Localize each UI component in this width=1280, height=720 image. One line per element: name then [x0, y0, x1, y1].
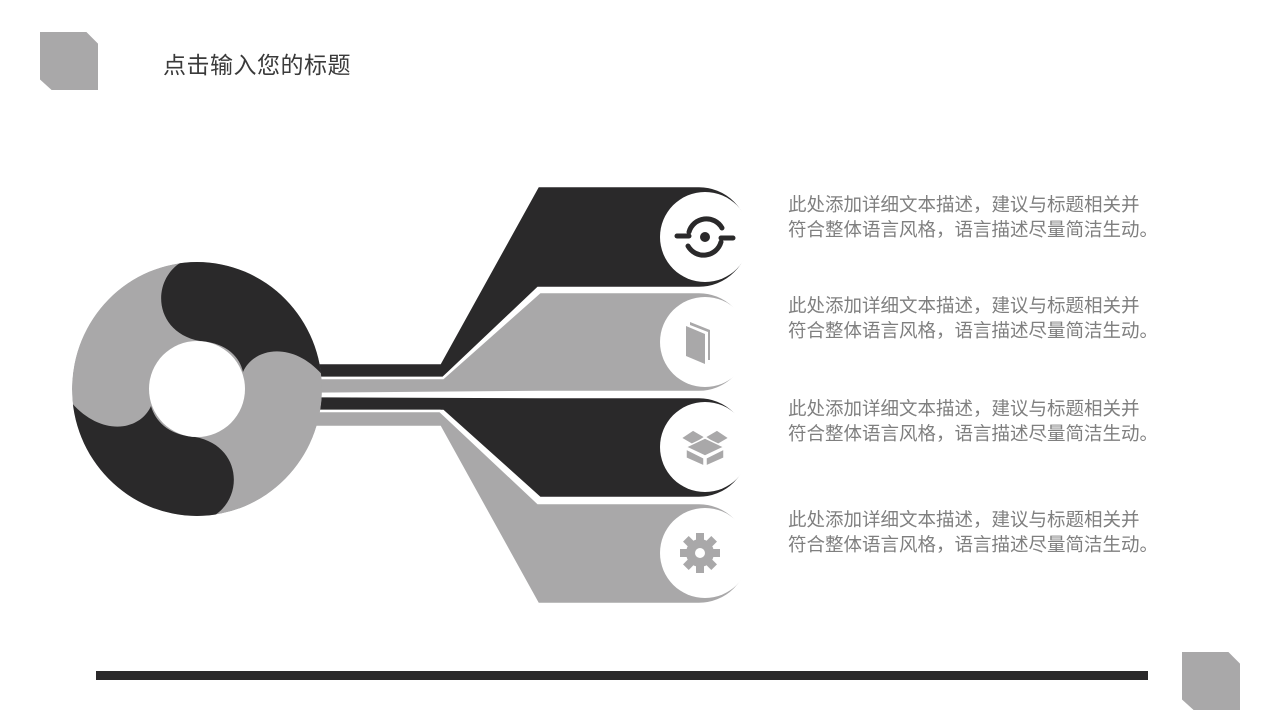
corner-decoration-bottom-right: [1182, 652, 1240, 710]
sync-eye-icon: [674, 216, 736, 258]
description-line: 此处添加详细文本描述，建议与标题相关并: [788, 510, 1140, 531]
description-line: 符合整体语言风格，语言描述尽量简洁生动。: [788, 535, 1159, 556]
description-line: 符合整体语言风格，语言描述尽量简洁生动。: [788, 220, 1159, 241]
description-line: 符合整体语言风格，语言描述尽量简洁生动。: [788, 424, 1159, 445]
band-1: [298, 184, 752, 380]
description-line: 此处添加详细文本描述，建议与标题相关并: [788, 195, 1140, 216]
item-description-3: 此处添加详细文本描述，建议与标题相关并 符合整体语言风格，语言描述尽量简洁生动。: [788, 397, 1158, 447]
item-description-1: 此处添加详细文本描述，建议与标题相关并 符合整体语言风格，语言描述尽量简洁生动。: [788, 193, 1158, 243]
gear-icon: [680, 533, 720, 573]
box-icon: [679, 429, 731, 468]
corner-decoration-top-left: [40, 32, 98, 90]
description-line: 符合整体语言风格，语言描述尽量简洁生动。: [788, 321, 1159, 342]
bottom-divider-bar: [96, 671, 1148, 680]
circle-hole: [149, 341, 245, 437]
description-line: 此处添加详细文本描述，建议与标题相关并: [788, 399, 1140, 420]
item-description-2: 此处添加详细文本描述，建议与标题相关并 符合整体语言风格，语言描述尽量简洁生动。: [788, 294, 1158, 344]
description-line: 此处添加详细文本描述，建议与标题相关并: [788, 296, 1140, 317]
item-description-4: 此处添加详细文本描述，建议与标题相关并 符合整体语言风格，语言描述尽量简洁生动。: [788, 508, 1158, 558]
slide-title[interactable]: 点击输入您的标题: [163, 53, 351, 79]
book-icon: [686, 322, 710, 364]
